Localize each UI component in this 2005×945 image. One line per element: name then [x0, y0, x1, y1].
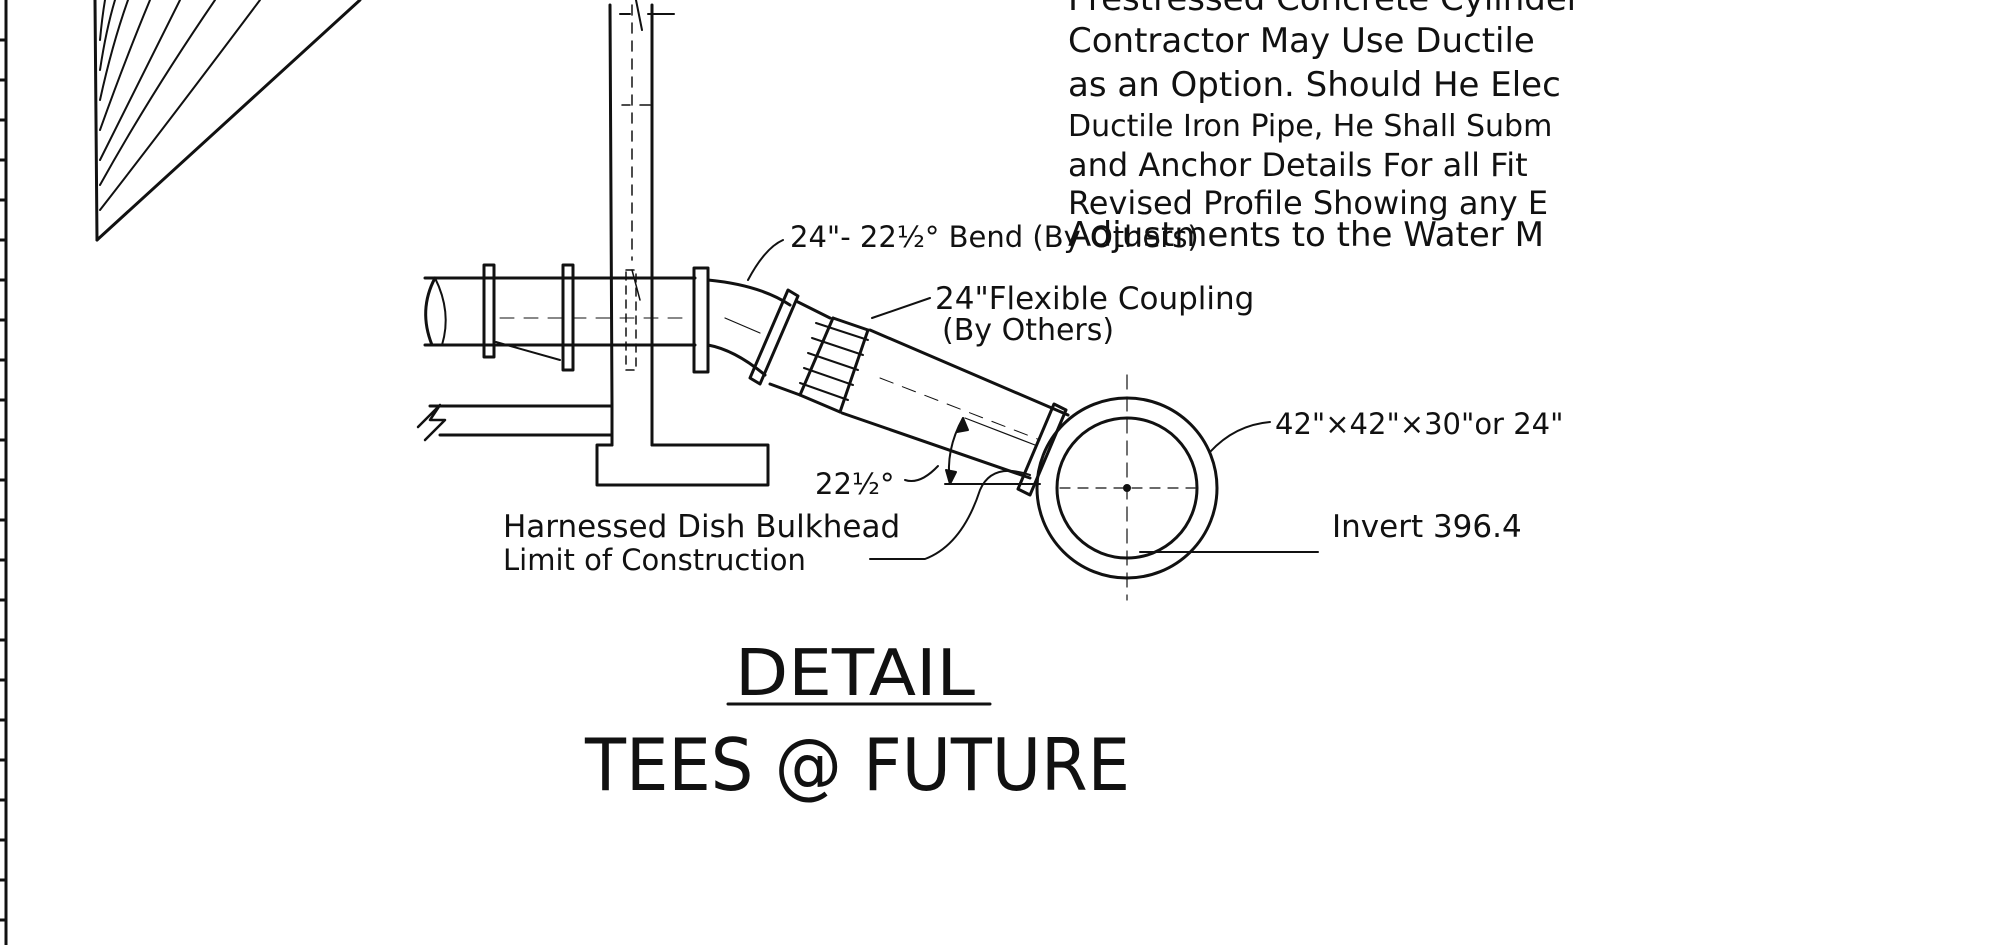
limit-label: Limit of Construction	[503, 543, 806, 577]
coupling-callout-sub: (By Others)	[942, 313, 1114, 348]
note-line-5: and Anchor Details For all Fit	[1068, 146, 1528, 184]
title-line-1: DETAIL	[735, 637, 975, 711]
flexible-coupling	[798, 316, 870, 414]
leader-lines	[747, 239, 1271, 560]
note-line-1: Prestressed Concrete Cylinder	[1068, 0, 1581, 19]
title-line-2: TEES @ FUTURE	[584, 723, 1130, 807]
note-line-2: Contractor May Use Ductile	[1068, 21, 1535, 61]
general-notes: Prestressed Concrete Cylinder Contractor…	[1068, 0, 1581, 255]
invert-label: Invert 396.4	[1332, 509, 1522, 545]
bend-callout: 24"- 22½° Bend (By Others)	[790, 220, 1199, 254]
pipe-horizontal	[423, 263, 710, 374]
wall-structure	[416, 0, 770, 487]
note-line-4: Ductile Iron Pipe, He Shall Subm	[1068, 109, 1552, 144]
note-line-6: Revised Profile Showing any E	[1068, 184, 1548, 222]
tee-section	[1035, 374, 1319, 601]
detail-title: DETAIL TEES @ FUTURE	[584, 637, 1130, 807]
bulkhead-label: Harnessed Dish Bulkhead	[503, 509, 900, 545]
tee-callout: 42"×42"×30"or 24"	[1275, 407, 1563, 441]
note-line-7: Adjustments to the Water M	[1068, 215, 1544, 255]
angle-dimension	[944, 417, 1041, 485]
angle-label: 22½°	[815, 467, 895, 501]
pipe-angled	[768, 300, 1070, 497]
pipe-bend	[706, 278, 800, 386]
sheet-border	[0, 0, 8, 945]
note-line-3: as an Option. Should He Elec	[1068, 65, 1561, 105]
hatched-arc	[93, 0, 362, 242]
coupling-callout: 24"Flexible Coupling	[935, 281, 1254, 317]
